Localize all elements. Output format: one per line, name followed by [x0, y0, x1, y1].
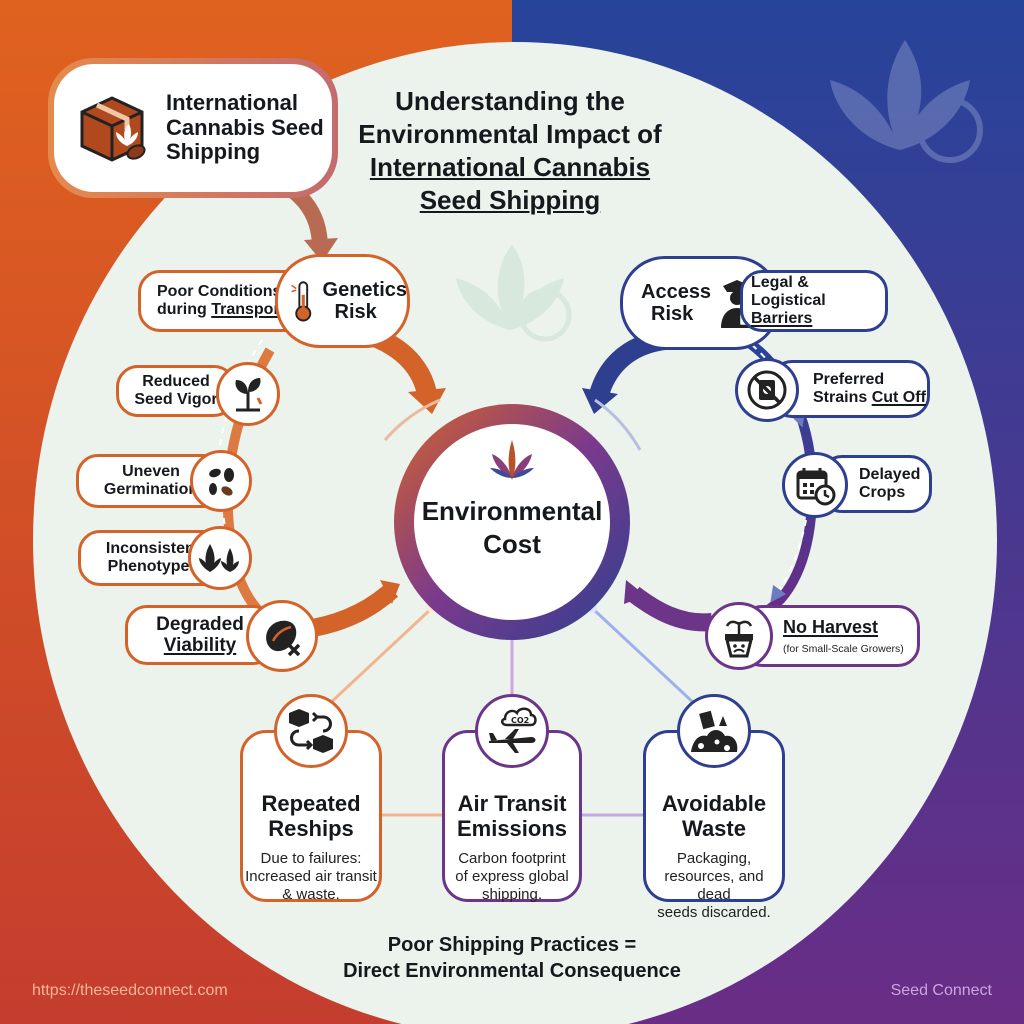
reships-title-1: Repeated	[261, 791, 361, 816]
title-line-4: Seed Shipping	[419, 185, 601, 216]
blocked-package-icon-circle	[735, 358, 799, 422]
co2-label: CO2	[511, 716, 529, 725]
reships-desc-1: Due to failures:	[260, 849, 362, 867]
dead-seed-icon	[266, 620, 301, 657]
reships-desc-2: Increased air transit	[245, 867, 377, 885]
degraded-line-2: Viability	[163, 635, 237, 656]
preferred-line-1: Preferred	[813, 371, 885, 389]
source-line-3: Shipping	[166, 139, 261, 165]
dead-seed-icon-circle	[246, 600, 318, 672]
sad-pot-icon-circle	[705, 602, 773, 670]
waste-title-2: Waste	[682, 816, 746, 842]
genetics-label-1: Genetics	[322, 278, 407, 301]
seedling-icon	[235, 378, 263, 412]
waste-title-1: Avoidable	[661, 791, 767, 816]
waste-pile-icon	[691, 710, 738, 752]
source-line-2: Cannabis Seed	[166, 114, 324, 140]
cannabis-leaf-icon	[490, 440, 534, 480]
waste-desc-3: seeds discarded.	[657, 903, 771, 921]
footer-line-2: Direct Environmental Consequence	[343, 960, 681, 982]
air-title-1: Air Transit	[457, 791, 567, 816]
reships-desc-3: & waste.	[282, 885, 340, 903]
reships-title-2: Reships	[268, 816, 354, 842]
reduced-line-2: Seed Vigor	[134, 391, 218, 408]
source-box: International Cannabis Seed Shipping	[48, 58, 338, 198]
footer-conclusion: Poor Shipping Practices = Direct Environ…	[312, 932, 712, 984]
seeds-icon-circle	[190, 450, 252, 512]
access-label-2: Risk	[651, 303, 694, 325]
reship-icon-circle	[274, 694, 348, 768]
plants-icon	[199, 544, 239, 572]
poor-conditions-line-2b: Transport	[211, 301, 286, 318]
inconsistent-line-2: Phenotypes	[107, 558, 199, 575]
legal-line-2: Barriers	[751, 309, 813, 327]
genetics-risk-pill: Genetics Risk	[275, 254, 410, 348]
no-harvest-sub: (for Small-Scale Growers)	[783, 642, 904, 655]
sad-pot-icon	[725, 620, 753, 658]
airplane-co2-icon: CO2	[489, 707, 537, 753]
air-title-2: Emissions	[456, 816, 568, 842]
genetics-label-2: Risk	[334, 301, 377, 323]
legal-line-1: Legal & Logistical	[751, 274, 826, 310]
center-hub: Environmental Cost	[414, 424, 610, 620]
blocked-package-icon	[747, 370, 787, 410]
access-label-1: Access	[641, 280, 712, 303]
waste-desc-1: Packaging,	[676, 849, 752, 867]
no-harvest-title: No Harvest	[783, 617, 879, 638]
preferred-strains-pill: Preferred Strains Cut Off	[770, 360, 930, 418]
waste-icon-circle	[677, 694, 751, 768]
seedling-icon-circle	[216, 362, 280, 426]
title-line-3: International Cannabis	[369, 152, 651, 183]
air-desc-3: shipping.	[481, 885, 543, 903]
calendar-clock-icon-circle	[782, 452, 848, 518]
poor-conditions-line-1: Poor Conditions	[157, 283, 282, 301]
center-line-1: Environmental	[421, 496, 603, 526]
degraded-line-1: Degraded	[156, 613, 244, 635]
seeds-icon	[209, 468, 234, 496]
delayed-line-2: Crops	[859, 484, 906, 501]
uneven-line-2: Germination	[103, 481, 199, 498]
source-line-1: International	[166, 90, 299, 116]
uneven-line-1: Uneven	[122, 463, 180, 481]
air-desc-2: of express global	[455, 867, 569, 885]
plants-icon-circle	[188, 526, 252, 590]
preferred-line-2b: Cut Off	[871, 389, 926, 406]
airplane-icon-circle: CO2	[475, 694, 549, 768]
thermometer-icon	[291, 281, 312, 322]
footer-url[interactable]: https://theseedconnect.com	[32, 982, 228, 999]
legal-barriers-pill: Legal & Logistical Barriers	[740, 270, 888, 332]
footer-brand: Seed Connect	[890, 982, 992, 999]
delayed-line-1: Delayed	[859, 466, 921, 484]
title-line-1: Understanding the	[395, 86, 625, 116]
inconsistent-line-1: Inconsistent	[105, 540, 201, 558]
preferred-line-2a: Strains	[813, 389, 872, 406]
page-title: Understanding the Environmental Impact o…	[340, 85, 680, 217]
footer-line-1: Poor Shipping Practices =	[387, 934, 637, 956]
reduced-line-1: Reduced	[142, 373, 210, 391]
reship-boxes-icon	[289, 709, 333, 753]
title-line-2: Environmental Impact of	[358, 119, 662, 150]
center-line-2: Cost	[483, 528, 541, 559]
waste-desc-2: resources, and dead	[664, 867, 764, 903]
poor-conditions-line-2a: during	[157, 301, 212, 318]
air-desc-1: Carbon footprint	[458, 849, 566, 867]
package-cannabis-icon	[80, 96, 146, 162]
calendar-clock-icon	[796, 468, 836, 506]
